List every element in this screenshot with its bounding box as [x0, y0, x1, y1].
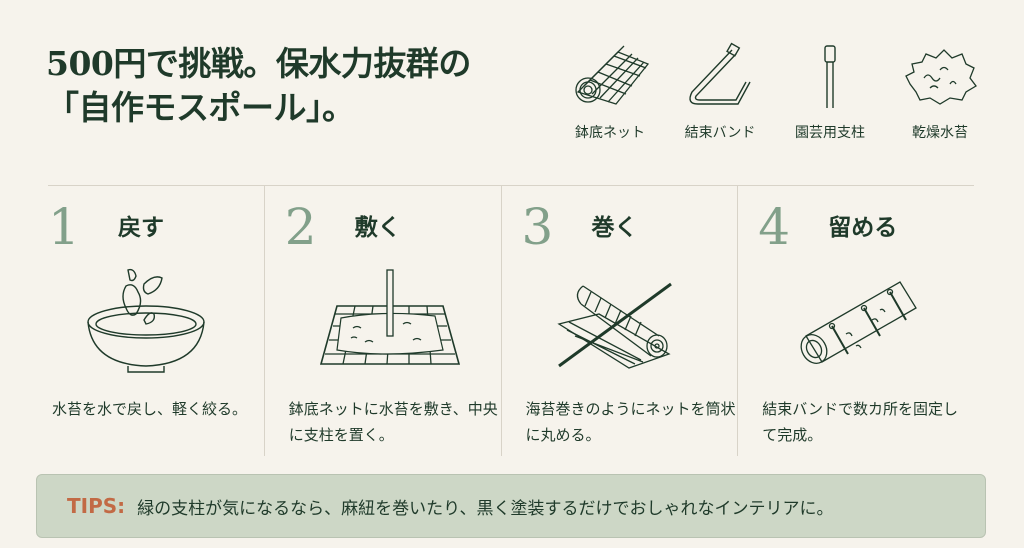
dried-moss-icon [905, 49, 977, 105]
step-title: 留める [828, 215, 898, 241]
garden-stake-icon [824, 45, 836, 108]
title-line-2: 「自作モスポール」。 [46, 88, 355, 127]
step-title: 敷く [354, 215, 401, 241]
rolling-net-icon [557, 282, 673, 369]
step-3: 3 巻く 海苔巻きのようにネットを筒状に丸める。 [500, 186, 738, 456]
finished-pole-icon [800, 281, 918, 364]
materials-list: 鉢底ネット 結束バンド 園芸用支柱 乾燥水苔 [560, 42, 990, 162]
step-number: 2 [284, 198, 317, 256]
material-label: 結束バンド [684, 125, 756, 141]
step-number: 1 [48, 198, 80, 256]
material-stake: 園芸用支柱 [780, 42, 880, 162]
tips-box: TIPS: 緑の支柱が気になるなら、麻紐を巻いたり、黒く塗装するだけでおしゃれな… [36, 474, 986, 538]
step-text: 水苔を水で戻し、軽く絞る。 [52, 400, 248, 418]
rolled-net-icon [575, 45, 650, 105]
net-moss-stake-icon [319, 269, 460, 365]
material-label: 鉢底ネット [575, 125, 645, 141]
step-number: 3 [521, 198, 554, 256]
material-cable-tie: 結束バンド [670, 42, 770, 162]
step-title: 巻く [591, 215, 638, 241]
bowl-moss-icon [87, 268, 205, 373]
tips-label: TIPS: [67, 494, 126, 518]
material-net: 鉢底ネット [560, 42, 660, 162]
step-number: 4 [758, 198, 791, 256]
step-text: 海苔巻きのようにネットを筒状に丸める。 [525, 400, 736, 444]
cable-tie-icon [689, 42, 751, 105]
step-2: 2 敷く 鉢底ネットに水苔を敷き、中央に支柱を置く。 [263, 186, 501, 456]
tips-text: 緑の支柱が気になるなら、麻紐を巻いたり、黒く塗装するだけでおしゃれなインテリアに… [137, 498, 834, 519]
title-line-1: 500円で挑戦。保水力抜群の [46, 44, 471, 83]
material-label: 乾燥水苔 [912, 125, 968, 141]
material-label: 園芸用支柱 [795, 125, 865, 141]
section-divider [48, 185, 974, 186]
step-4: 4 留める 結束バンドで数カ所を固定して完成。 [737, 186, 974, 456]
page-title: 500円で挑戦。保水力抜群の 「自作モスポール」。 [46, 42, 471, 130]
step-1: 1 戻す 水苔を水で戻し、軽く絞る。 [28, 186, 264, 456]
steps-section: 1 戻す 水苔を水で戻し、軽く絞る。 2 敷く [28, 186, 974, 456]
step-text: 鉢底ネットに水苔を敷き、中央に支柱を置く。 [288, 400, 498, 444]
step-title: 戻す [118, 215, 164, 241]
step-text: 結束バンドで数カ所を固定して完成。 [762, 400, 959, 444]
material-moss: 乾燥水苔 [890, 42, 990, 162]
